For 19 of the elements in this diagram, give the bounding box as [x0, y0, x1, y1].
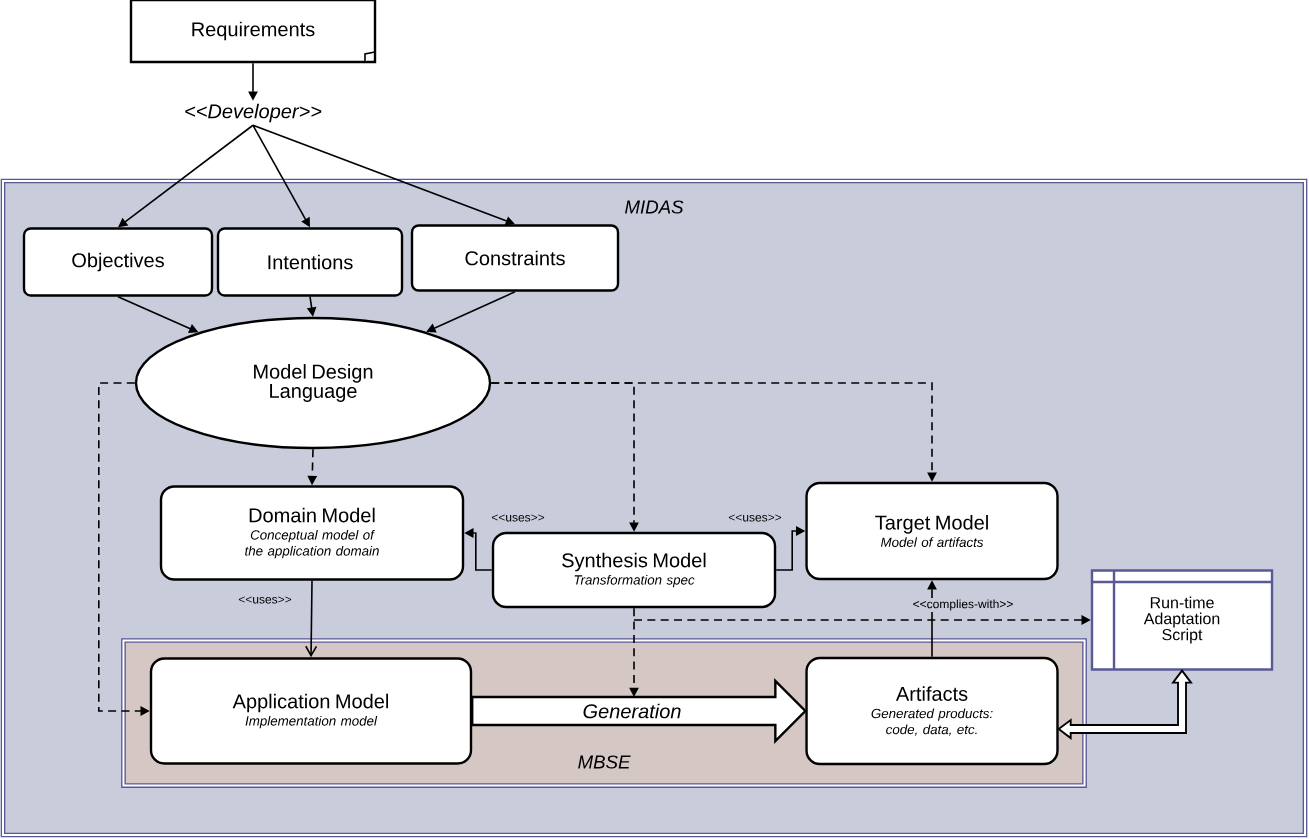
document-box: Requirements [129, 0, 377, 64]
arrow [305, 579, 318, 658]
process-box: Constraints [410, 224, 620, 292]
edge-label: <<complies-with>> [911, 598, 1015, 612]
arrow [118, 124, 254, 228]
model-box: Domain Model Conceptual model of the application domain [159, 485, 465, 581]
process-box: Objectives [22, 227, 214, 297]
edge-label: <<uses>> [490, 513, 547, 523]
edge-label: <<uses>> [727, 513, 784, 523]
edge-label: Generation [581, 702, 683, 720]
stereotype-label: <<Developer>> [185, 103, 322, 123]
script-window: Run-time Adaptation Script [1090, 568, 1274, 671]
model-box: Artifacts Generated products: code, data, etc. [805, 656, 1059, 766]
model-box: Synthesis Model Transformation spec [491, 531, 777, 609]
arrow [252, 124, 515, 226]
process-box: Intentions [216, 227, 404, 297]
edge-label: <<uses>> [237, 595, 294, 605]
model-box: Target Model Model of artifacts [805, 481, 1059, 581]
model-box: Application Model Implementation model [149, 657, 473, 765]
